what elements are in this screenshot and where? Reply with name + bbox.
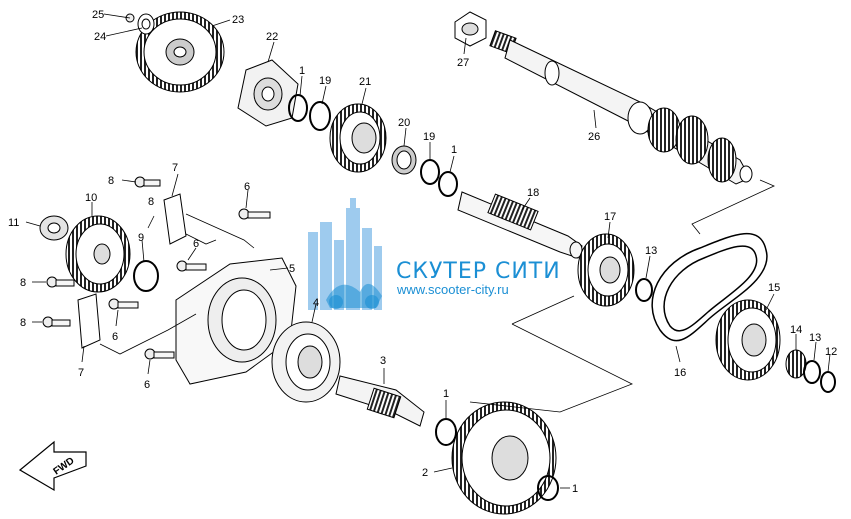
label-16: 16 (674, 367, 686, 379)
watermark-title: СКУТЕР СИТИ (396, 259, 561, 284)
label-4: 4 (313, 297, 319, 309)
label-23: 23 (232, 14, 244, 26)
washer-13-mid (635, 278, 653, 302)
label-7-b: 7 (78, 367, 84, 379)
leader-lines (25, 13, 831, 489)
label-6-c: 6 (112, 331, 118, 343)
label-3: 3 (380, 355, 386, 367)
part-number-labels: 25 24 23 22 1 19 21 20 19 1 27 26 18 17 … (8, 9, 837, 495)
upper-gear-assembly (125, 11, 458, 197)
label-1-a: 1 (299, 65, 305, 77)
washer-9 (133, 260, 159, 292)
label-26: 26 (588, 131, 600, 143)
label-1-b: 1 (451, 144, 457, 156)
label-6-b: 6 (193, 238, 199, 250)
washer-19-top (309, 101, 331, 131)
needle-bearing-14 (785, 349, 807, 379)
label-8-b: 8 (148, 196, 154, 208)
circlip-1-low (435, 418, 457, 446)
belt-16 (651, 232, 768, 342)
bolt-8-mid (46, 276, 75, 288)
label-13-a: 13 (645, 245, 657, 257)
label-8-d: 8 (20, 317, 26, 329)
circlip-1-mid (438, 171, 458, 197)
lower-gear-assembly (335, 375, 559, 515)
label-8-c: 8 (20, 277, 26, 289)
watermark-logo: СКУТЕР СИТИ www.scooter-city.ru (308, 198, 561, 310)
bolt-6-a (238, 208, 271, 220)
bolt-6-c (108, 298, 139, 310)
label-12: 12 (825, 346, 837, 358)
plate-7-top (163, 193, 187, 245)
label-8-a: 8 (108, 175, 114, 187)
label-13-b: 13 (809, 332, 821, 344)
label-1-d: 1 (572, 483, 578, 495)
label-6-d: 6 (144, 379, 150, 391)
label-6-a: 6 (244, 181, 250, 193)
label-19-a: 19 (319, 75, 331, 87)
label-15: 15 (768, 282, 780, 294)
washer-19-mid (420, 159, 440, 185)
label-1-c: 1 (443, 388, 449, 400)
label-27: 27 (457, 57, 469, 69)
gear-17-group (577, 233, 653, 307)
output-shaft-assembly (454, 11, 753, 185)
label-2: 2 (422, 467, 428, 479)
bolt-6-d (144, 348, 175, 360)
city-skyline-icon (308, 198, 382, 310)
assembly-guide-lines (99, 179, 775, 413)
circlip-12 (820, 371, 836, 393)
gear-15-group (715, 299, 836, 393)
label-25: 25 (92, 9, 104, 21)
label-21: 21 (359, 76, 371, 88)
label-7-a: 7 (172, 162, 178, 174)
bolt-8-low (42, 316, 71, 328)
left-cover-assembly (39, 176, 341, 403)
label-24: 24 (94, 31, 106, 43)
circlip-1-end (537, 475, 559, 501)
label-18: 18 (527, 187, 539, 199)
label-5: 5 (289, 263, 295, 275)
bolt-8-top (134, 176, 161, 188)
bolt-6-b (176, 260, 207, 272)
label-10: 10 (85, 192, 97, 204)
plate-7-low (77, 293, 101, 349)
label-19-b: 19 (423, 131, 435, 143)
shaft-18 (457, 191, 583, 259)
label-22: 22 (266, 31, 278, 43)
label-11: 11 (8, 217, 19, 229)
label-14: 14 (790, 324, 802, 336)
washer-13-low (803, 360, 821, 384)
label-9: 9 (138, 232, 144, 244)
label-20: 20 (398, 117, 410, 129)
circlip-1-top (288, 94, 308, 122)
label-17: 17 (604, 211, 616, 223)
fwd-direction-arrow: FWD (18, 440, 87, 492)
watermark-url: www.scooter-city.ru (396, 282, 509, 297)
